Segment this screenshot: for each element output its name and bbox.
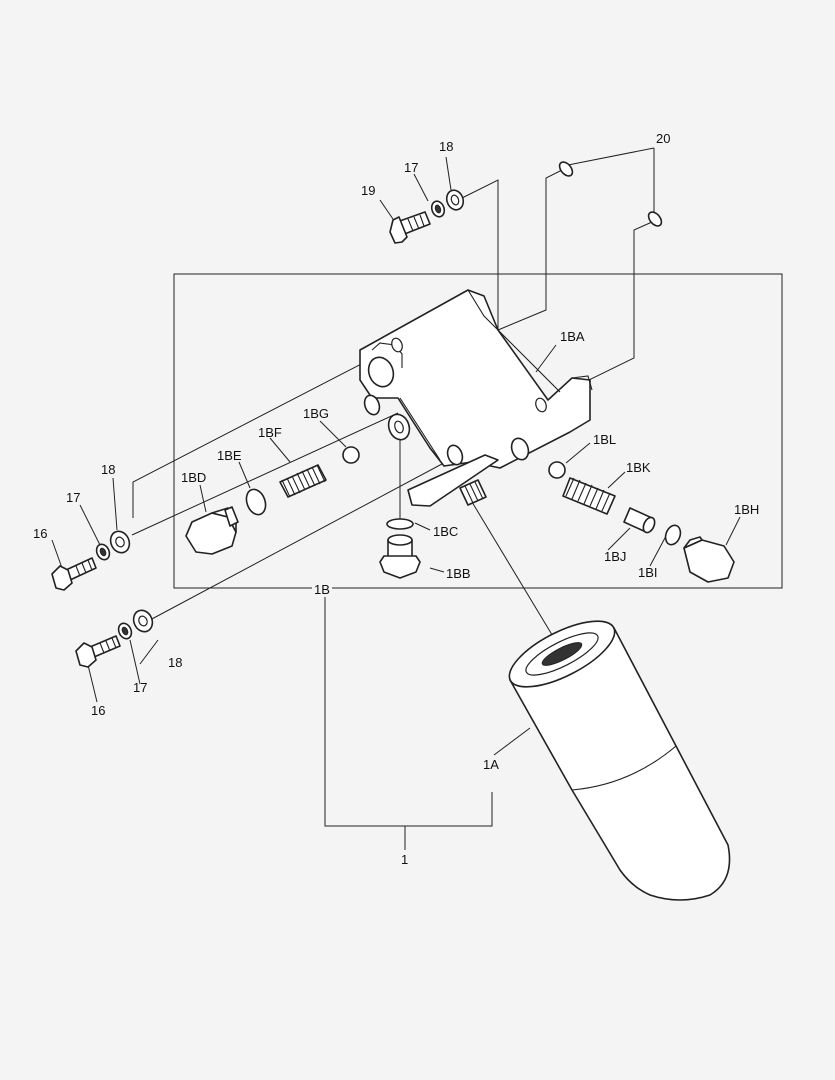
label-1B: 1B xyxy=(314,582,330,597)
label-1A: 1A xyxy=(483,757,499,772)
lock-washer-17-bottom xyxy=(117,622,133,640)
spring-1BF xyxy=(279,464,327,498)
washer-18-top xyxy=(445,189,465,211)
label-16-bottom: 16 xyxy=(91,703,105,718)
label-1BH: 1BH xyxy=(734,502,759,517)
label-1BA: 1BA xyxy=(560,329,585,344)
plug-1BH xyxy=(683,536,735,583)
label-1BI: 1BI xyxy=(638,565,658,580)
oil-filter-1A xyxy=(508,620,731,901)
label-17-top: 17 xyxy=(404,160,418,175)
o-ring-1BI xyxy=(664,524,682,546)
label-1BK: 1BK xyxy=(626,460,651,475)
label-16-left: 16 xyxy=(33,526,47,541)
label-17-left: 17 xyxy=(66,490,80,505)
bracket-item-1 xyxy=(324,597,493,850)
housing-flange xyxy=(407,454,499,507)
o-ring-1BC xyxy=(386,518,414,530)
label-1BC: 1BC xyxy=(433,524,458,539)
bolt-19 xyxy=(389,211,431,244)
label-18-left: 18 xyxy=(101,462,115,477)
label-1BF: 1BF xyxy=(258,425,282,440)
label-17-bottom: 17 xyxy=(133,680,147,695)
label-1BD: 1BD xyxy=(181,470,206,485)
o-ring-20-lower xyxy=(647,211,663,227)
piston-1BJ xyxy=(623,507,656,534)
label-1: 1 xyxy=(401,852,408,867)
label-19: 19 xyxy=(361,183,375,198)
label-18-bottom: 18 xyxy=(168,655,182,670)
bolt-16-left xyxy=(51,557,97,591)
bolt-16-bottom xyxy=(75,635,121,668)
o-ring-1BE xyxy=(245,488,267,516)
plug-1BB xyxy=(379,534,421,579)
label-1BE: 1BE xyxy=(217,448,242,463)
assembly-box-1B xyxy=(173,273,783,589)
label-1BL: 1BL xyxy=(593,432,616,447)
label-1BJ: 1BJ xyxy=(604,549,626,564)
ball-1BL xyxy=(548,461,566,479)
filter-housing-1BA xyxy=(359,289,593,469)
plug-1BD xyxy=(185,506,239,555)
ball-1BG xyxy=(342,446,360,464)
spring-1BK xyxy=(562,477,616,515)
callout-labels: 20 18 17 19 1BA 1BG 1BF 1BE 1BD 18 17 16… xyxy=(33,131,759,867)
label-1BB: 1BB xyxy=(446,566,471,581)
o-ring-20-upper xyxy=(558,161,574,177)
lock-washer-17-top xyxy=(430,200,446,218)
label-18-top: 18 xyxy=(439,139,453,154)
washer-18-left xyxy=(109,530,131,554)
label-1BG: 1BG xyxy=(303,406,329,421)
label-20: 20 xyxy=(656,131,670,146)
lock-washer-17-left xyxy=(95,543,111,561)
washer-18-bottom xyxy=(132,609,154,633)
